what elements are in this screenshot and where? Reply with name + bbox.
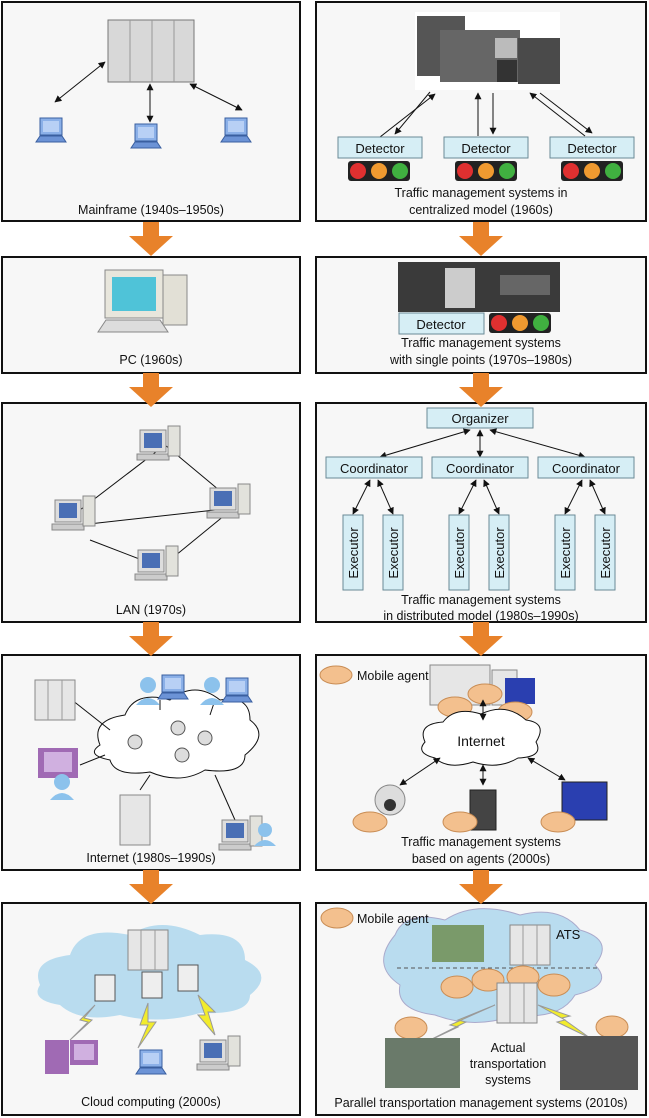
user-pc-icon xyxy=(218,815,276,851)
ats-label: ATS xyxy=(556,927,581,942)
server-icon xyxy=(34,679,76,721)
mobile-agent-legend-icon xyxy=(319,665,353,685)
artificial-city-image xyxy=(432,925,484,962)
server-tower-icon xyxy=(119,794,151,846)
computer-icon xyxy=(196,1035,241,1071)
caption-distributed-2: in distributed model (1980s–1990s) xyxy=(383,609,578,623)
caption-agents-1: Traffic management systems xyxy=(401,835,561,849)
ats-server-icon xyxy=(509,924,551,966)
coordinator-box: Coordinator xyxy=(537,456,635,479)
internet-cloud-icon xyxy=(93,689,260,779)
svg-text:Executor: Executor xyxy=(558,527,573,579)
svg-text:Detector: Detector xyxy=(416,317,466,332)
executor-box: Executor xyxy=(448,514,470,591)
caption-internet: Internet (1980s–1990s) xyxy=(86,851,215,865)
svg-text:Detector: Detector xyxy=(355,141,405,156)
coordinator-box: Coordinator xyxy=(325,456,423,479)
mobile-agent-legend-icon xyxy=(320,907,354,929)
server-icon xyxy=(127,929,169,971)
traffic-light-icon xyxy=(348,161,623,181)
mobile-agent-icon xyxy=(394,1015,629,1040)
svg-text:Executor: Executor xyxy=(492,527,507,579)
legend-mobile-agent: Mobile agent xyxy=(357,669,429,683)
svg-text:Executor: Executor xyxy=(386,527,401,579)
executor-box: Executor xyxy=(594,514,616,591)
svg-text:Executor: Executor xyxy=(452,527,467,579)
mainframe-icon xyxy=(107,19,195,83)
actual-city-photo xyxy=(385,1038,460,1088)
controller-photo xyxy=(398,262,560,312)
traffic-light-icon xyxy=(489,313,551,333)
internet-cloud-icon xyxy=(421,708,541,766)
svg-text:Executor: Executor xyxy=(346,527,361,579)
control-screen-icon xyxy=(561,781,608,821)
detector-box: Detector xyxy=(337,136,423,159)
user-workstation-icon xyxy=(38,748,78,800)
executor-box: Executor xyxy=(488,514,510,591)
actual-city-photo xyxy=(560,1036,638,1090)
user-laptop-icon xyxy=(200,677,253,705)
organizer-box: Organizer xyxy=(426,407,534,429)
svg-text:Coordinator: Coordinator xyxy=(446,461,515,476)
laptop-icon xyxy=(135,1049,167,1075)
svg-text:Coordinator: Coordinator xyxy=(340,461,409,476)
server-icon xyxy=(496,982,538,1024)
caption-pc: PC (1960s) xyxy=(119,353,182,367)
legend-mobile-agent: Mobile agent xyxy=(357,912,429,926)
coordinator-box: Coordinator xyxy=(431,456,529,479)
svg-text:Executor: Executor xyxy=(598,527,613,579)
detector-box: Detector xyxy=(549,136,635,159)
executor-box: Executor xyxy=(382,514,404,591)
caption-single-1: Traffic management systems xyxy=(401,336,561,350)
actual-label-1: Actual xyxy=(491,1041,526,1055)
caption-cloud: Cloud computing (2000s) xyxy=(81,1095,221,1109)
caption-centralized-1: Traffic management systems in xyxy=(395,186,568,200)
computer-icon xyxy=(45,1040,98,1074)
caption-distributed-1: Traffic management systems xyxy=(401,593,561,607)
camera-icon xyxy=(374,784,406,816)
svg-text:Detector: Detector xyxy=(567,141,617,156)
caption-single-2: with single points (1970s–1980s) xyxy=(389,353,572,367)
caption-parallel: Parallel transportation management syste… xyxy=(334,1096,627,1110)
detector-box: Detector xyxy=(443,136,529,159)
caption-lan: LAN (1970s) xyxy=(116,603,186,617)
executor-box: Executor xyxy=(554,514,576,591)
svg-text:Coordinator: Coordinator xyxy=(552,461,621,476)
cloud-server-icon xyxy=(94,964,199,1002)
user-laptop-icon xyxy=(136,674,189,705)
caption-centralized-2: centralized model (1960s) xyxy=(409,203,553,217)
caption-agents-2: based on agents (2000s) xyxy=(412,852,550,866)
mainframe-photo xyxy=(415,12,560,90)
actual-label-2: transportation xyxy=(470,1057,546,1071)
actual-label-3: systems xyxy=(485,1073,531,1087)
mobile-agent-icon xyxy=(352,811,576,833)
executor-box: Executor xyxy=(342,514,364,591)
caption-mainframe: Mainframe (1940s–1950s) xyxy=(78,203,224,217)
pc-icon xyxy=(97,269,188,333)
svg-text:Organizer: Organizer xyxy=(451,411,509,426)
svg-text:Detector: Detector xyxy=(461,141,511,156)
cloud-label-internet: Internet xyxy=(457,733,505,749)
detector-box: Detector xyxy=(398,312,485,335)
